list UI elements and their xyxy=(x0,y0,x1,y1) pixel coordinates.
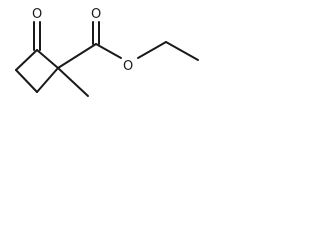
ester-carbon-to-oxygen-bond xyxy=(95,43,122,59)
chemical-structure-diagram: O O O xyxy=(15,7,199,97)
ketone-oxygen-label: O xyxy=(32,7,42,22)
ring-bond-bottom xyxy=(15,69,38,93)
quaternary-to-ester-bond xyxy=(57,43,97,69)
ester-oxygen-to-ethyl-bond xyxy=(137,41,167,59)
ring-bond-top xyxy=(36,49,59,69)
ring-bond-right xyxy=(36,67,59,93)
carbonyl-oxygen-label: O xyxy=(91,7,101,22)
ester-oxygen-label: O xyxy=(123,59,133,74)
ethyl-bond xyxy=(165,41,199,61)
methyl-bond xyxy=(57,67,89,97)
ring-bond-left xyxy=(15,49,38,71)
